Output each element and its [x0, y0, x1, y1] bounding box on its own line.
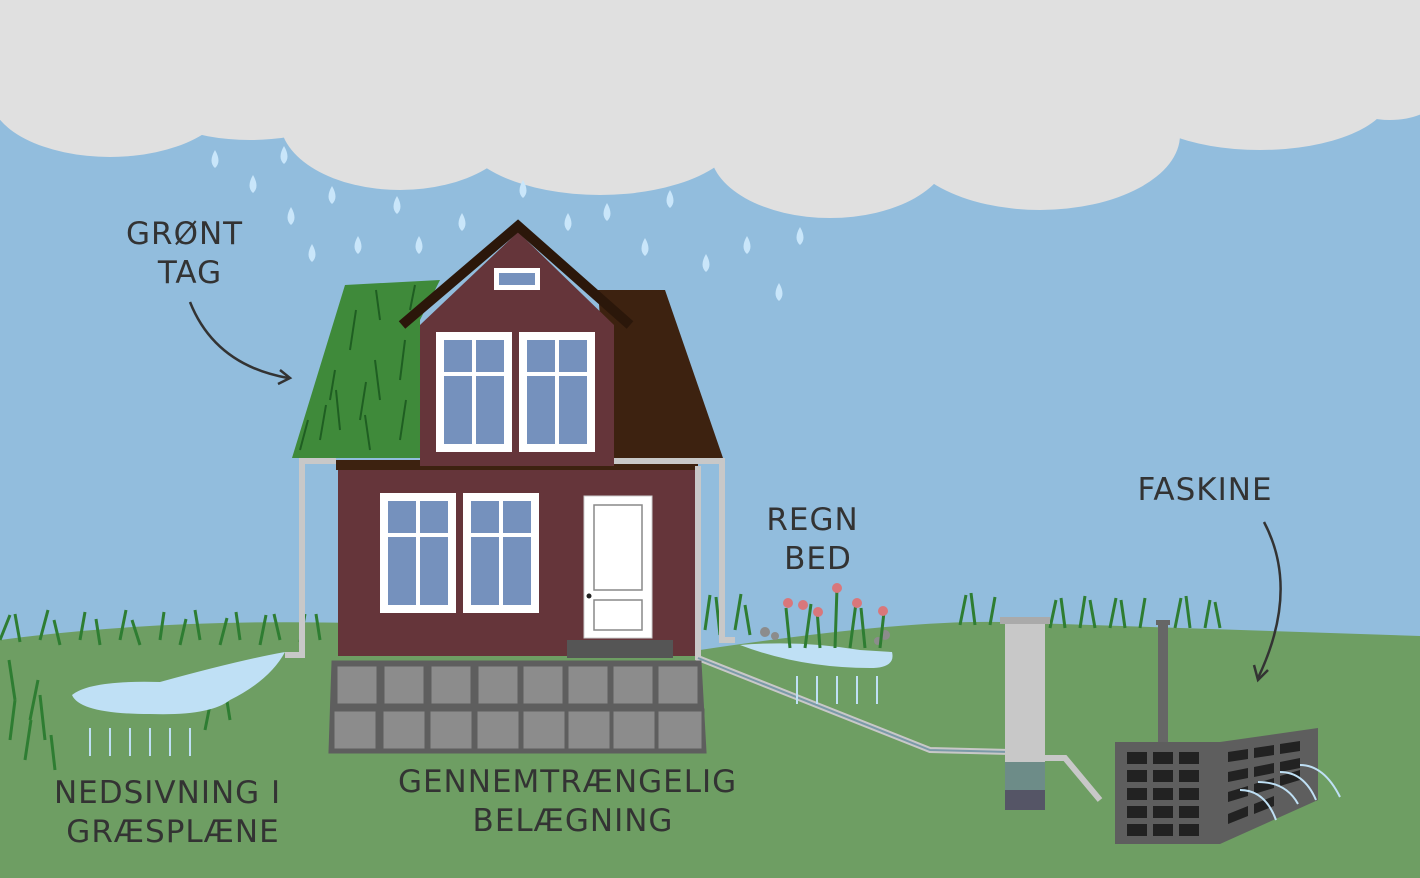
house: [336, 219, 723, 658]
soakaway-crate: [1115, 620, 1341, 844]
label-green-roof: GRØNT TAG: [126, 216, 254, 291]
roof-ridge: [398, 219, 634, 329]
raindrops: [211, 146, 804, 301]
infiltration-arrows: [89, 676, 878, 756]
green-roof-grass: [299, 284, 416, 451]
outflow-arrows: [1239, 764, 1341, 821]
lawn-puddle: [72, 652, 285, 715]
roof-right: [598, 290, 723, 458]
label-soakaway: FASKINE: [1137, 472, 1272, 508]
callout-arrows: [188, 301, 1282, 683]
inspection-well: [1000, 617, 1050, 810]
door: [583, 495, 653, 639]
door-step: [567, 640, 673, 658]
label-permeable-paving: GENNEMTRÆNGELIG BELÆGNING: [398, 764, 748, 839]
permeable-paving: [328, 660, 707, 754]
label-lawn-infiltration: NEDSIVNING I GRÆSPLÆNE: [54, 775, 292, 850]
cloud: [0, 0, 1420, 218]
attic-window: [499, 273, 535, 285]
label-rain-bed: REGN BED: [766, 502, 869, 577]
rain-bed: [740, 583, 893, 668]
